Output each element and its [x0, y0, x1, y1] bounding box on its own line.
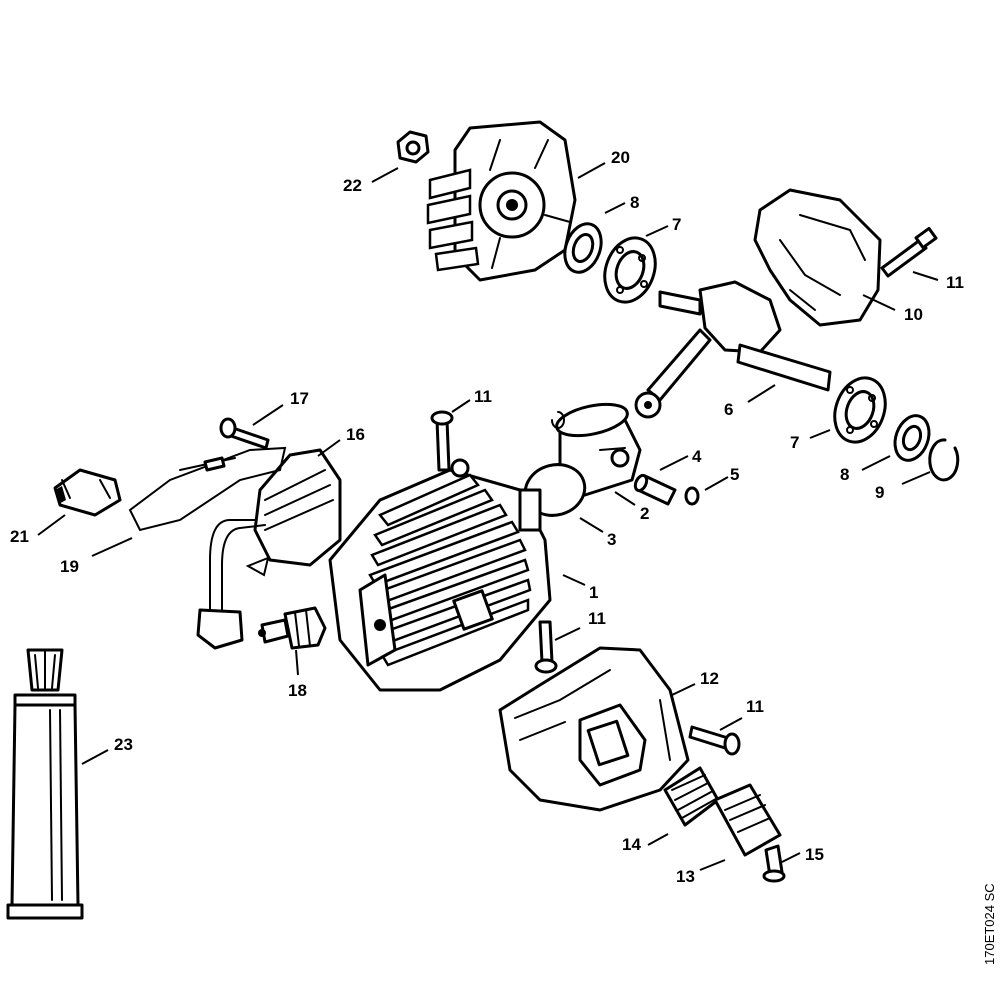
leader-lines: [37, 162, 939, 871]
callout-8-upper: 8: [630, 193, 639, 212]
part-screw-b[interactable]: [430, 410, 454, 472]
callout-11-cylinder-top: 11: [474, 387, 492, 406]
part-cylinder[interactable]: [328, 458, 552, 692]
callout-10: 10: [904, 305, 923, 324]
callout-9: 9: [875, 483, 884, 502]
drawing-code: 170ET024 SC: [982, 883, 997, 965]
part-ignition-module[interactable]: [245, 448, 342, 577]
part-oil-seal-lower[interactable]: [889, 411, 935, 465]
callout-3: 3: [607, 530, 616, 549]
part-oil-seal-upper[interactable]: [558, 219, 607, 278]
part-screw-c[interactable]: [534, 620, 558, 674]
callout-labels: 1 2 3 4 5 6 7 7 8 8 9 10 11 11 11 11 12 …: [10, 148, 964, 886]
callout-4: 4: [692, 447, 702, 466]
part-spark-plug[interactable]: [258, 606, 327, 650]
part-crankcase-housing[interactable]: [426, 120, 577, 282]
part-ignition-lead[interactable]: [128, 446, 287, 650]
callout-22: 22: [343, 176, 362, 195]
part-piston-pin[interactable]: [633, 473, 677, 506]
callout-15: 15: [805, 845, 824, 864]
callout-6: 6: [724, 400, 733, 419]
callout-12: 12: [700, 669, 719, 688]
callout-11-cylinder-bottom: 11: [588, 609, 606, 628]
part-cover-plate[interactable]: [713, 783, 782, 857]
callout-19: 19: [60, 557, 79, 576]
part-ball-bearing-upper[interactable]: [596, 231, 664, 309]
callout-1: 1: [589, 583, 598, 602]
callout-7-lower: 7: [790, 433, 799, 452]
part-ball-bearing-lower[interactable]: [826, 371, 894, 449]
part-screw-ignition[interactable]: [219, 417, 270, 450]
callout-18: 18: [288, 681, 307, 700]
callout-11-muffler: 11: [746, 697, 764, 716]
callout-5: 5: [730, 465, 739, 484]
part-crankcase-half[interactable]: [753, 188, 882, 327]
part-screw-d[interactable]: [688, 725, 741, 756]
part-screw-cover[interactable]: [762, 844, 786, 883]
callout-23: 23: [114, 735, 133, 754]
callout-8-lower: 8: [840, 465, 849, 484]
callout-21: 21: [10, 527, 29, 546]
part-muffler[interactable]: [498, 646, 690, 812]
callout-7-upper: 7: [672, 215, 681, 234]
callout-2: 2: [640, 504, 649, 523]
callout-17: 17: [290, 389, 309, 408]
callout-20: 20: [611, 148, 630, 167]
callout-13: 13: [676, 867, 695, 886]
callout-14: 14: [622, 835, 641, 854]
part-grease-tube[interactable]: [6, 648, 84, 920]
part-wire-clip[interactable]: [53, 468, 122, 517]
part-screw-a[interactable]: [880, 226, 938, 278]
part-crankshaft[interactable]: [634, 280, 832, 419]
part-snap-ring[interactable]: [684, 486, 700, 506]
part-nut[interactable]: [396, 130, 430, 164]
callout-16: 16: [346, 425, 365, 444]
part-circlip[interactable]: [928, 438, 960, 482]
part-small-circlip[interactable]: [551, 411, 565, 429]
callout-11-crankcase: 11: [946, 273, 964, 292]
